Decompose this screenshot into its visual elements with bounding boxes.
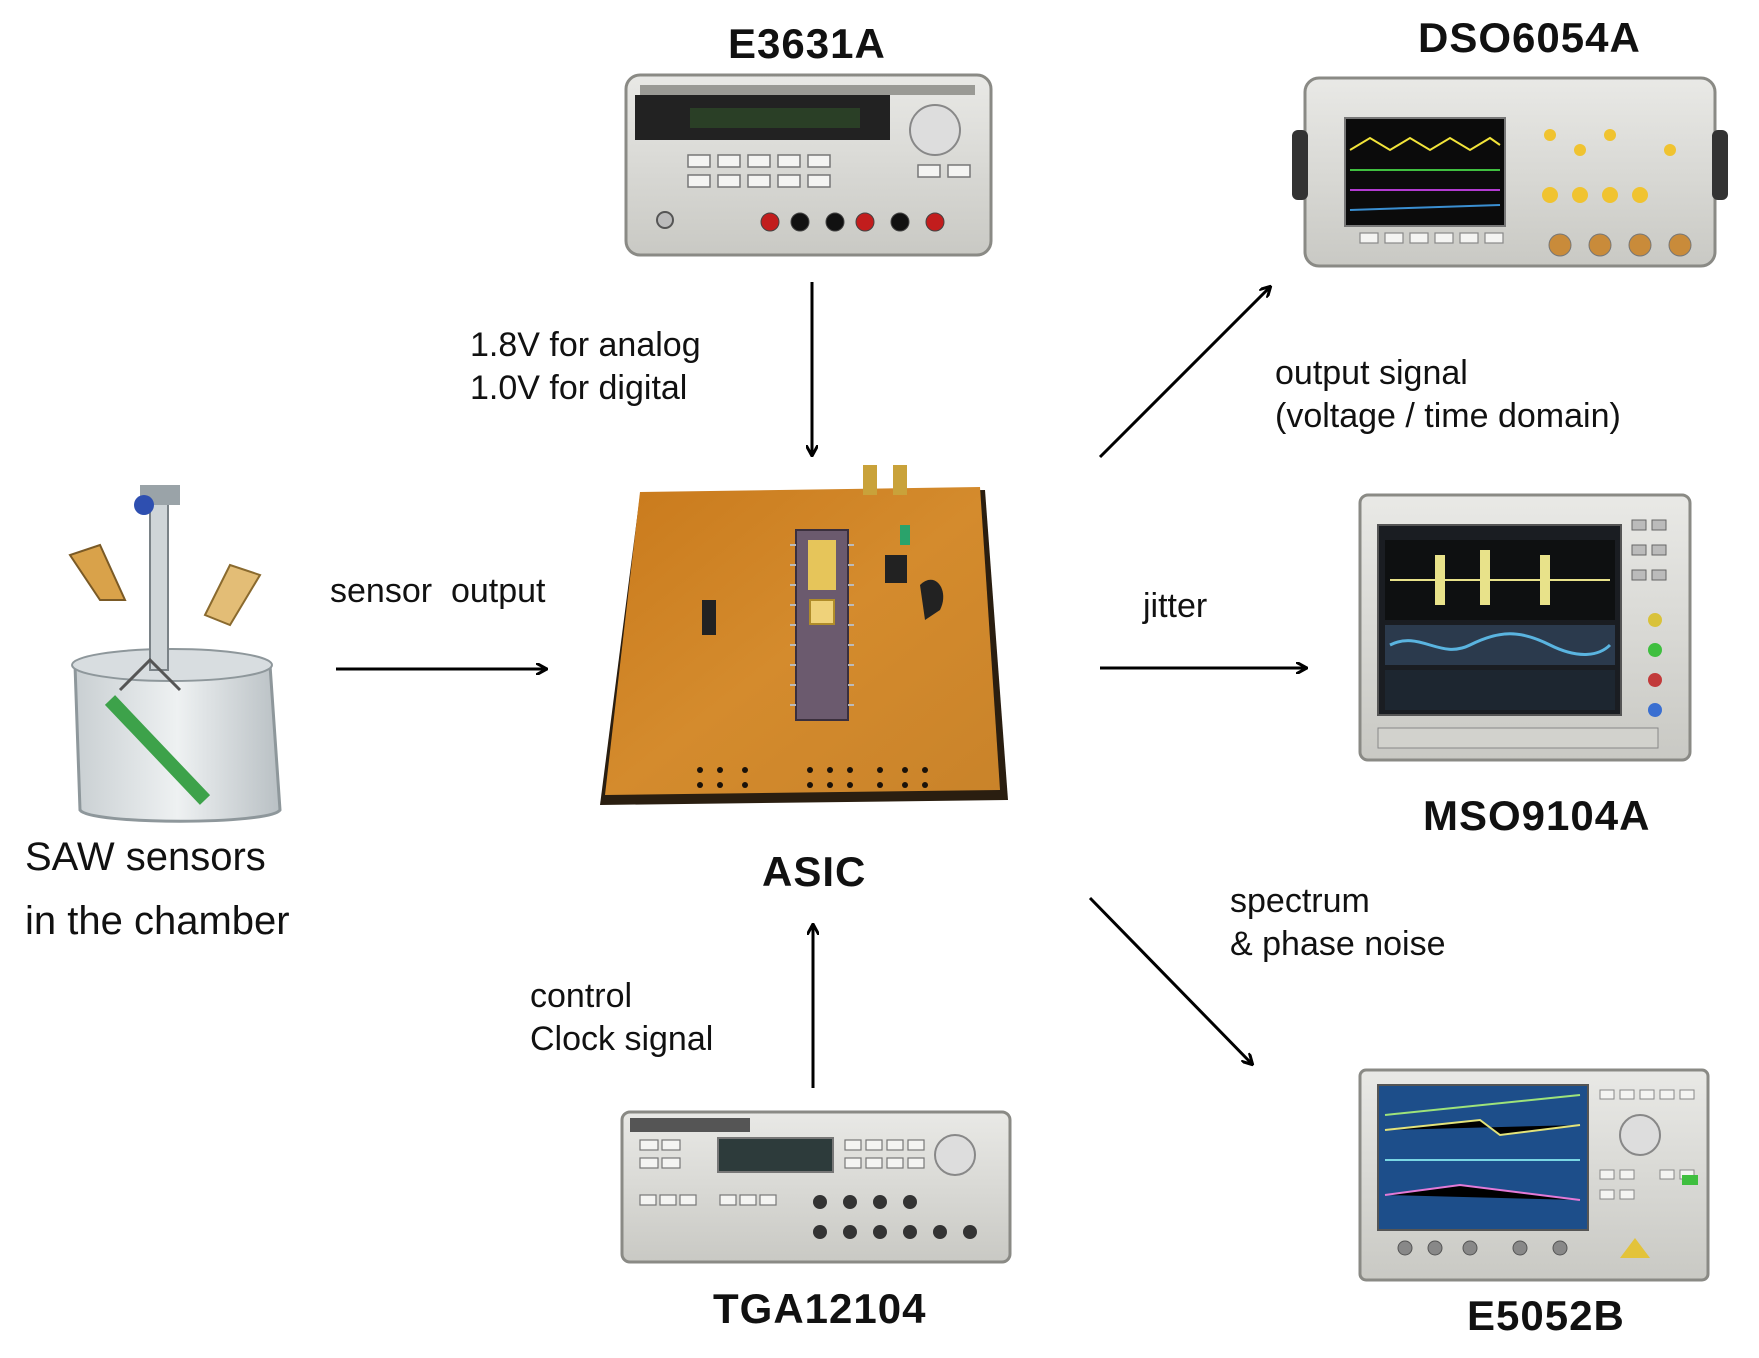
- saw-sensor-chamber-icon: [68, 485, 282, 823]
- edge-arrows: [336, 282, 1306, 1088]
- output-signal-label: output signal (voltage / time domain): [1275, 352, 1621, 437]
- spectrum-label-line2: & phase noise: [1230, 924, 1446, 963]
- control-label-line2: Clock signal: [530, 1019, 714, 1058]
- control-label: control Clock signal: [530, 975, 713, 1060]
- saw-sensors-label: SAW sensors in the chamber: [25, 825, 290, 953]
- asic-label: ASIC: [762, 848, 867, 895]
- e3631a-label: E3631A: [728, 20, 886, 67]
- spectrum-label-line1: spectrum: [1230, 882, 1370, 920]
- power-label-line2: 1.0V for digital: [470, 368, 688, 407]
- output-signal-line1: output signal: [1275, 354, 1468, 392]
- saw-sensors-line2: in the chamber: [25, 899, 290, 943]
- arrow-asic-to-dso: [1098, 287, 1270, 459]
- jitter-label: jitter: [1143, 587, 1208, 625]
- output-signal-line2: (voltage / time domain): [1275, 396, 1621, 435]
- arrow-asic-to-e5052b: [1088, 896, 1252, 1064]
- dso6054a-label: DSO6054A: [1418, 14, 1641, 61]
- e5052b-label: E5052B: [1467, 1292, 1625, 1339]
- asic-board-icon: [600, 465, 1008, 805]
- spectrum-label: spectrum & phase noise: [1230, 880, 1446, 965]
- mso9104a-oscilloscope-icon: [1358, 493, 1692, 762]
- tga12104-label: TGA12104: [713, 1285, 927, 1332]
- dso6054a-oscilloscope-icon: [1292, 76, 1728, 268]
- tga12104-generator-icon: [620, 1110, 1012, 1264]
- power-label-line1: 1.8V for analog: [470, 326, 701, 364]
- control-label-line1: control: [530, 977, 633, 1015]
- power-label: 1.8V for analog 1.0V for digital: [470, 324, 701, 409]
- sensor-output-label: sensor output: [330, 572, 546, 610]
- e5052b-analyzer-icon: [1358, 1068, 1710, 1282]
- saw-sensors-line1: SAW sensors: [25, 835, 266, 879]
- mso9104a-label: MSO9104A: [1423, 792, 1651, 839]
- e3631a-power-supply-icon: [624, 73, 993, 257]
